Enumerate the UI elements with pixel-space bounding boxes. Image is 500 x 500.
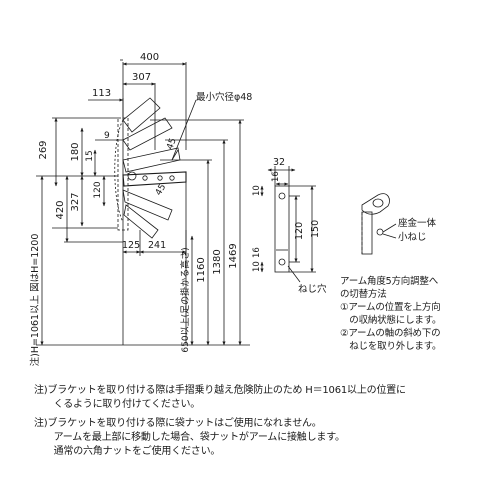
dim-text-120: 120 bbox=[93, 181, 103, 198]
screw-icon bbox=[376, 228, 384, 236]
side-view bbox=[36, 59, 250, 346]
detail-view bbox=[361, 193, 397, 255]
dim-text-420: 420 bbox=[55, 200, 66, 219]
dim-text-180: 180 bbox=[70, 142, 81, 161]
dim-text-113: 113 bbox=[92, 88, 111, 99]
instruction-line: ①アームの位置を上方向 bbox=[340, 302, 441, 313]
hole-diameter-label: 最小穴径φ48 bbox=[196, 91, 252, 103]
detail-view-labels: 座金一体 小ねじ bbox=[398, 217, 437, 243]
dim-text-400: 400 bbox=[140, 52, 159, 63]
instruction-line: ねじを取り外します。 bbox=[340, 341, 442, 352]
angle-label-top: 45 bbox=[165, 137, 178, 151]
note-line: 通常の六角ナットをご使用ください。 bbox=[34, 446, 221, 457]
bracket-view-labels: 32 16 10 120 150 16 10 ねじ穴 bbox=[252, 157, 327, 295]
bracket-post bbox=[117, 117, 129, 231]
screw-hole-bottom bbox=[278, 258, 286, 266]
instruction-line: の収納状態にします。 bbox=[340, 315, 442, 326]
dim-text-10-top: 10 bbox=[252, 185, 262, 196]
dim-text-10-bottom: 10 bbox=[252, 261, 262, 272]
instruction-line: アーム角度5方向調整へ bbox=[340, 276, 438, 287]
note-line: 注)ブラケットを取り付ける際に袋ナットはご使用になれません。 bbox=[34, 418, 322, 429]
dim-text-120-bracket: 120 bbox=[294, 222, 305, 240]
dim-text-241: 241 bbox=[148, 240, 166, 251]
note-line: アームを最上部に移動した場合、袋ナットがアームに接触します。 bbox=[34, 432, 345, 443]
washer-label: 座金一体 bbox=[398, 217, 437, 229]
note-line: くるように取り付けてください。 bbox=[34, 399, 201, 410]
angle-label-bottom: 45 bbox=[154, 183, 168, 198]
dim-text-327: 327 bbox=[70, 192, 81, 211]
dim-text-1380: 1380 bbox=[212, 249, 223, 274]
arm-adjust-instructions: アーム角度5方向調整へ の切替方法 ①アームの位置を上方向 の収納状態にします。… bbox=[340, 275, 442, 353]
dim-text-1469: 1469 bbox=[228, 243, 239, 268]
screw-hole-leader bbox=[287, 265, 301, 283]
arm-positions bbox=[114, 97, 187, 239]
dim-text-125: 125 bbox=[122, 240, 140, 251]
screw-hole-top bbox=[278, 192, 286, 200]
small-screw-label: 小ねじ bbox=[398, 232, 427, 243]
dim-text-150: 150 bbox=[310, 220, 321, 238]
dim-text-269: 269 bbox=[38, 140, 49, 159]
dim-text-307: 307 bbox=[132, 72, 151, 83]
side-view-labels: 400 307 113 最小穴径φ48 269 180 15 9 120 327… bbox=[29, 52, 252, 366]
bracket-plate bbox=[274, 185, 290, 273]
dim-text-9: 9 bbox=[104, 131, 110, 141]
bracket-view bbox=[260, 166, 316, 283]
dim-text-16-top: 16 bbox=[271, 171, 281, 182]
instruction-line: の切替方法 bbox=[340, 289, 387, 300]
dim-text-15: 15 bbox=[85, 150, 95, 161]
dim-text-1160: 1160 bbox=[196, 257, 207, 282]
note-line: 注)ブラケットを取り付ける際は手摺乗り越え危険防止のため H＝1061以上の位置… bbox=[34, 385, 406, 396]
dim-text-16-bottom: 16 bbox=[252, 247, 262, 258]
dim-text-32: 32 bbox=[273, 157, 285, 168]
dim-text-650: 650以上(足の掛かる高さ) bbox=[179, 247, 191, 352]
screw-hole-label: ねじ穴 bbox=[298, 283, 327, 295]
instruction-line: ②アームの軸の斜め下の bbox=[340, 328, 441, 339]
height-note-text: 注)H=1061以上 図はH=1200 bbox=[29, 234, 41, 367]
